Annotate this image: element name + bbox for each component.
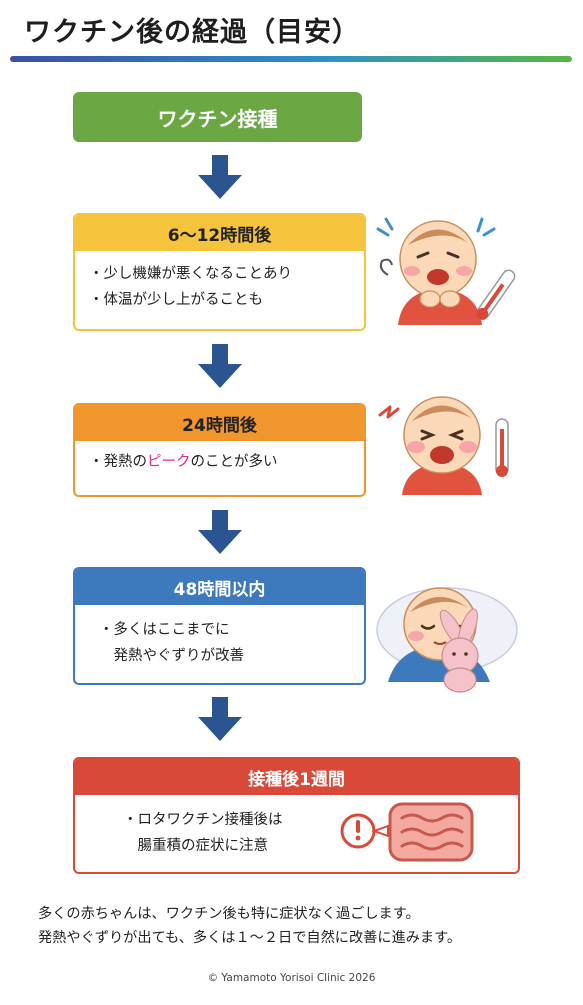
- down-arrow-icon: [198, 510, 242, 554]
- stage-text: 発熱やぐずりが改善: [99, 648, 244, 664]
- vaccination-box: ワクチン接種: [73, 92, 362, 142]
- page-title: ワクチン後の経過（目安）: [24, 17, 360, 48]
- summary-line: 多くの赤ちゃんは、ワクチン後も特に症状なく過ごします。: [38, 906, 420, 922]
- stage-text: ・多くはここまでに: [99, 622, 230, 638]
- stage-24-hours: 24時間後 ・発熱のピークのことが多い: [73, 403, 366, 497]
- down-arrow-icon: [198, 155, 242, 199]
- stage-6-12-hours: 6〜12時間後 ・少し機嫌が悪くなることあり ・体温が少し上がることも: [73, 213, 366, 331]
- sleeping-baby-with-bunny: [376, 587, 518, 693]
- stage-text: ・発熱のピークのことが多い: [89, 454, 278, 470]
- title-underline: [10, 56, 572, 62]
- stage-text: ・ロタワクチン接種後は: [123, 812, 283, 828]
- stage-text: 腸重積の症状に注意: [123, 838, 268, 854]
- stage-text: ・少し機嫌が悪くなることあり: [89, 266, 292, 282]
- stage-header: 24時間後: [75, 405, 364, 441]
- copyright: © Yamamoto Yorisoi Clinic 2026: [207, 972, 376, 984]
- stage-48-hours: 48時間以内 ・多くはここまでに 発熱やぐずりが改善: [73, 567, 366, 685]
- summary-line: 発熱やぐずりが出ても、多くは１〜２日で自然に改善に進みます。: [38, 930, 462, 946]
- peak-highlight: ピーク: [147, 454, 191, 470]
- fussy-baby-with-thermometer: [376, 217, 516, 325]
- vaccination-label: ワクチン接種: [157, 106, 278, 131]
- stage-text: ・体温が少し上がることも: [89, 292, 263, 308]
- intestine-warning-icon: [340, 802, 474, 862]
- stage-header: 48時間以内: [75, 569, 364, 605]
- stage-header: 接種後1週間: [75, 759, 518, 795]
- down-arrow-icon: [198, 697, 242, 741]
- stage-header: 6〜12時間後: [75, 215, 364, 251]
- down-arrow-icon: [198, 344, 242, 388]
- summary-note: 多くの赤ちゃんは、ワクチン後も特に症状なく過ごします。 発熱やぐずりが出ても、多…: [38, 902, 461, 950]
- feverish-baby-with-thermometer: [378, 396, 509, 495]
